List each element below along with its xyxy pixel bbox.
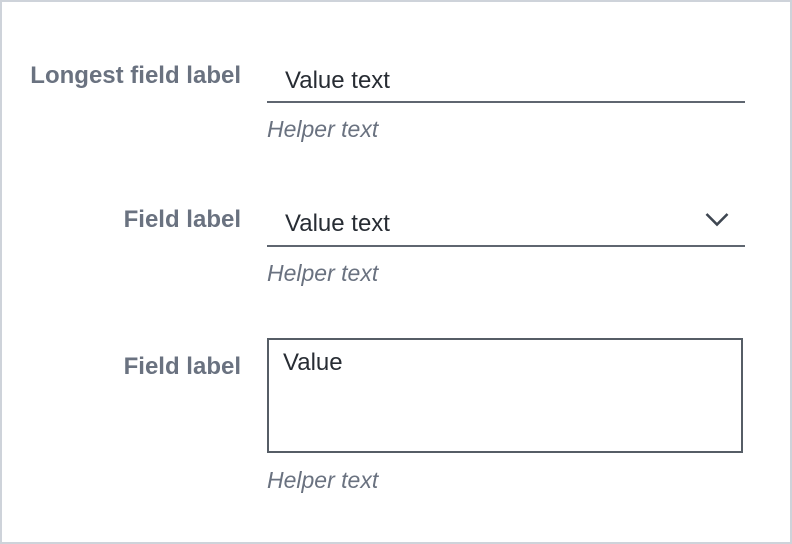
- select-input[interactable]: Value text: [267, 205, 745, 247]
- field-row-text-input: Longest field label Helper text: [2, 61, 790, 156]
- field-row-select: Field label Value text Helper text: [2, 205, 790, 300]
- helper-text: Helper text: [267, 467, 379, 493]
- select-value: Value text: [285, 210, 390, 237]
- textarea-input[interactable]: Value: [267, 338, 743, 453]
- helper-text: Helper text: [267, 116, 379, 142]
- chevron-down-icon: [705, 212, 729, 227]
- helper-text: Helper text: [267, 260, 379, 286]
- field-label: Longest field label: [30, 62, 241, 89]
- text-input[interactable]: [267, 61, 745, 103]
- field-label: Field label: [123, 353, 241, 380]
- field-row-textarea: Field label Value Helper text: [2, 338, 790, 508]
- field-label: Field label: [123, 206, 241, 233]
